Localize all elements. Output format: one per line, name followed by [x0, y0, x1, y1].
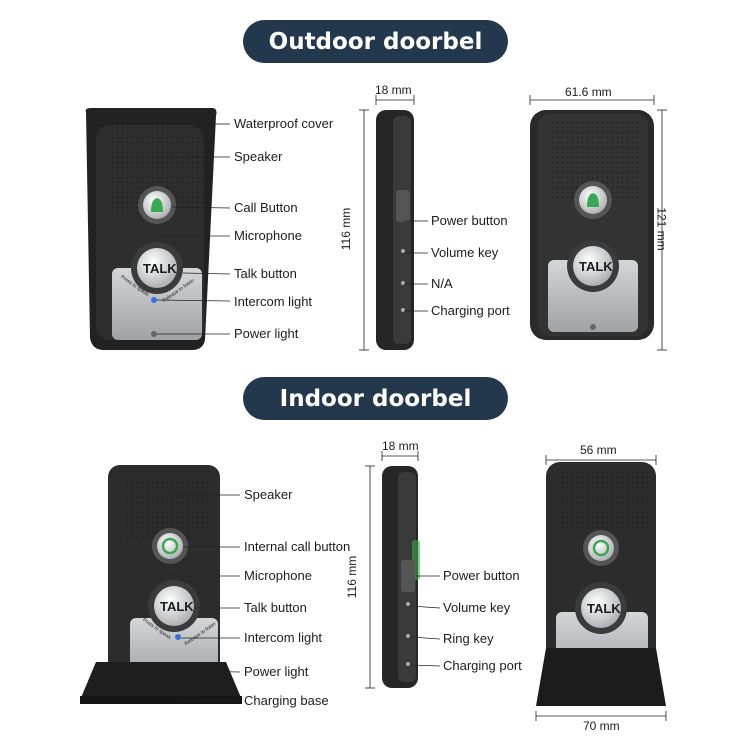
outdoor-talk-text: TALK	[143, 261, 177, 276]
dimension-lines	[359, 95, 667, 721]
indoor-side-label-charging-port: Charging port	[443, 658, 522, 673]
outdoor-right-unit	[530, 110, 654, 340]
indoor-height-left-dim: 116 mm	[345, 555, 360, 599]
outdoor-side-label-charging-port: Charging port	[431, 303, 510, 318]
indoor-side-label-volume-key: Volume key	[443, 600, 511, 615]
indoor-label-speaker: Speaker	[244, 487, 293, 502]
outdoor-label-intercom-light: Intercom light	[234, 294, 313, 309]
outdoor-label-power-light: Power light	[234, 326, 299, 341]
indoor-side-unit	[382, 466, 420, 688]
leader-lines	[156, 123, 441, 702]
outdoor-label-talk-button: Talk button	[234, 266, 297, 281]
outdoor-side-label-na: N/A	[431, 276, 453, 291]
outdoor-height-right-dim: 121 mm	[654, 207, 669, 251]
outdoor-label-call-button: Call Button	[234, 200, 298, 215]
outdoor-label-waterproof-cover: Waterproof cover	[234, 116, 334, 131]
indoor-label-microphone: Microphone	[244, 568, 312, 583]
outdoor-depth-dim: 18 mm	[375, 83, 412, 97]
indoor-width-dim: 56 mm	[580, 443, 617, 457]
indoor-side-label-power-button: Power button	[443, 568, 520, 583]
indoor-label-internal-call-button: Internal call button	[244, 539, 351, 554]
outdoor-height-left-dim: 116 mm	[339, 207, 354, 251]
outdoor-section-title: Outdoor doorbel	[243, 20, 508, 63]
outdoor-label-speaker: Speaker	[234, 149, 283, 164]
indoor-base-width-dim: 70 mm	[583, 719, 620, 733]
outdoor-side-label-volume-key: Volume key	[431, 245, 499, 260]
indoor-front-unit	[80, 465, 242, 704]
indoor-label-charging-base: Charging base	[244, 693, 329, 708]
indoor-label-talk-button: Talk button	[244, 600, 307, 615]
outdoor-width-dim: 61.6 mm	[565, 85, 612, 99]
outdoor-front-unit	[85, 108, 217, 350]
indoor-label-power-light: Power light	[244, 664, 309, 679]
indoor-right-unit	[536, 462, 666, 706]
outdoor-side-label-power-button: Power button	[431, 213, 508, 228]
indoor-side-label-ring-key: Ring key	[443, 631, 494, 646]
indoor-right-talk-text: TALK	[587, 601, 621, 616]
indoor-depth-dim: 18 mm	[382, 439, 419, 453]
outdoor-right-talk-text: TALK	[579, 259, 613, 274]
outdoor-label-microphone: Microphone	[234, 228, 302, 243]
outdoor-side-unit	[376, 110, 414, 350]
indoor-label-intercom-light: Intercom light	[244, 630, 323, 645]
indoor-talk-text: TALK	[160, 599, 194, 614]
indoor-section-title: Indoor doorbel	[243, 377, 508, 420]
